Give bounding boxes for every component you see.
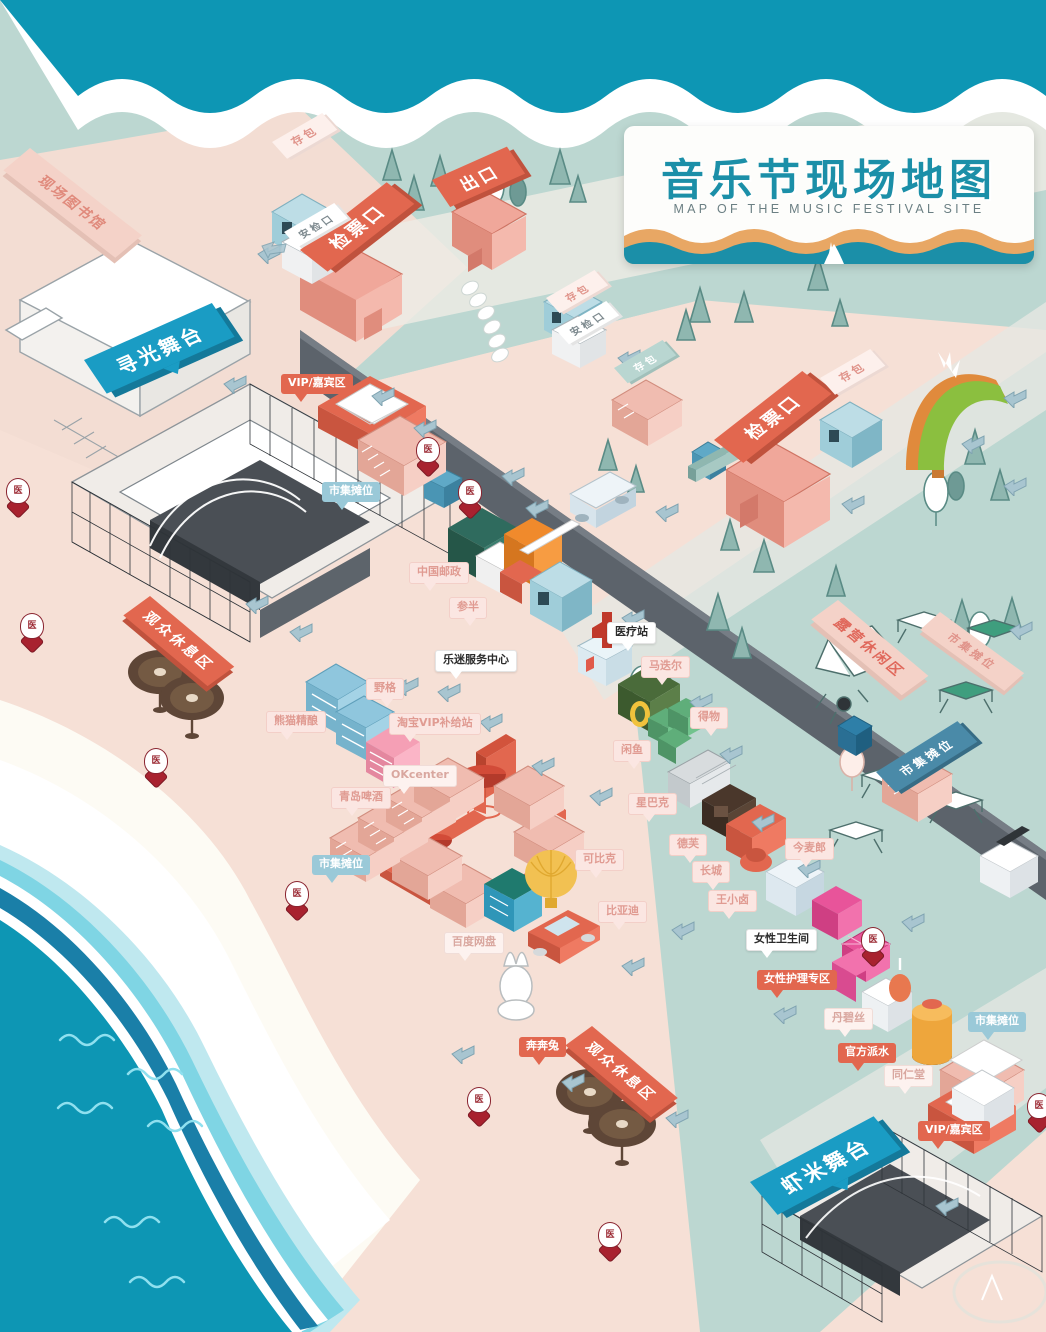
- pin-medical-2[interactable]: 医: [18, 613, 46, 654]
- poi-wangxiaolu[interactable]: 王小卤: [708, 890, 757, 919]
- pin-bulb: [598, 1222, 622, 1248]
- callout-pointer: [705, 727, 717, 736]
- callout-pointer: [326, 874, 338, 883]
- poi-market-north[interactable]: 市集摊位: [322, 482, 380, 510]
- callout-pointer: [613, 921, 625, 930]
- poi-benben-rabbit[interactable]: 奔奔兔: [519, 1037, 566, 1065]
- pin-bulb: [20, 613, 44, 639]
- pin-medical-3[interactable]: 医: [142, 748, 170, 789]
- pin-bulb: [1027, 1093, 1046, 1119]
- pin-bulb: [467, 1087, 491, 1113]
- callout-pointer: [381, 698, 393, 707]
- poi-vip-south[interactable]: VIP/嘉宾区: [918, 1121, 990, 1149]
- poi-women-toilet[interactable]: 女性卫生间: [746, 929, 817, 958]
- medical-icon: 医: [13, 486, 23, 496]
- poi-madieer[interactable]: 马迭尔: [641, 656, 690, 685]
- pin-bulb: [458, 479, 482, 505]
- poi-tongrentang[interactable]: 同仁堂: [884, 1065, 933, 1094]
- callout-pointer: [684, 854, 696, 863]
- poi-panda-brew[interactable]: 熊猫精酿: [266, 711, 326, 740]
- page-subtitle: MAP OF THE MUSIC FESTIVAL SITE: [673, 202, 985, 216]
- callout-pointer: [982, 1031, 994, 1040]
- poi-official-water[interactable]: 官方派水: [838, 1043, 896, 1071]
- pin-bulb: [6, 478, 30, 504]
- poi-medical-station[interactable]: 医疗站: [607, 622, 656, 651]
- pin-medical-1[interactable]: 医: [4, 478, 32, 519]
- poi-vip-north[interactable]: VIP/嘉宾区: [281, 374, 353, 402]
- pin-medical-4[interactable]: 医: [283, 881, 311, 922]
- callout-pointer: [899, 1085, 911, 1094]
- callout-pointer: [295, 393, 307, 402]
- page-title: 音乐节现场地图: [661, 156, 997, 206]
- poi-dewu[interactable]: 得物: [690, 707, 728, 736]
- medical-icon: 医: [423, 445, 433, 455]
- poi-taobao-vip[interactable]: 淘宝VIP补给站: [389, 713, 481, 742]
- poi-fan-center[interactable]: 乐迷服务中心: [435, 650, 517, 679]
- callout-pointer: [628, 760, 640, 769]
- callout-pointer: [464, 617, 476, 626]
- pin-bulb: [861, 927, 885, 953]
- medical-icon: 医: [868, 935, 878, 945]
- medical-icon: 医: [474, 1095, 484, 1105]
- poi-xianyu[interactable]: 闲鱼: [613, 740, 651, 769]
- callout-pointer: [533, 1056, 545, 1065]
- callout-pointer: [590, 869, 602, 878]
- poi-tampax[interactable]: 丹碧丝: [824, 1008, 873, 1037]
- poi-byd[interactable]: 比亚迪: [598, 901, 647, 930]
- poi-china-post[interactable]: 中国邮政: [409, 562, 469, 591]
- poi-women-care[interactable]: 女性护理专区: [757, 970, 837, 998]
- poi-market-center[interactable]: 市集摊位: [312, 855, 370, 883]
- callout-pointer: [643, 813, 655, 822]
- poi-jinmailang[interactable]: 今麦郎: [785, 838, 834, 867]
- pin-bulb: [416, 437, 440, 463]
- poi-okcenter[interactable]: OKcenter: [383, 765, 457, 794]
- callout-pointer: [800, 858, 812, 867]
- direction-arrow: [222, 370, 256, 394]
- pin-medical-7[interactable]: 医: [414, 437, 442, 478]
- pin-medical-8[interactable]: 医: [456, 479, 484, 520]
- poi-starbucks[interactable]: 星巴克: [628, 793, 677, 822]
- poi-jagermeister[interactable]: 野格: [366, 678, 404, 707]
- pin-medical-5[interactable]: 医: [465, 1087, 493, 1128]
- top-wave-header: [0, 0, 1046, 148]
- medical-icon: 医: [465, 487, 475, 497]
- medical-icon: 医: [292, 889, 302, 899]
- title-wave-decor: [624, 229, 1034, 264]
- callout-pointer: [932, 1140, 944, 1149]
- callout-pointer: [424, 582, 436, 591]
- pin-bulb: [144, 748, 168, 774]
- callout-pointer: [450, 670, 462, 679]
- callout-pointer: [459, 952, 471, 961]
- callout-pointer: [346, 807, 358, 816]
- callout-pointer: [404, 733, 416, 742]
- title-card: 音乐节现场地图 MAP OF THE MUSIC FESTIVAL SITE: [624, 126, 1034, 264]
- callout-pointer: [771, 989, 783, 998]
- callout-pointer: [723, 910, 735, 919]
- callout-pointer: [622, 642, 634, 651]
- callout-pointer: [707, 881, 719, 890]
- pin-medical-9[interactable]: 医: [859, 927, 887, 968]
- medical-icon: 医: [151, 756, 161, 766]
- callout-pointer: [398, 785, 410, 794]
- callout-pointer: [336, 501, 348, 510]
- poi-kebike[interactable]: 可比克: [575, 849, 624, 878]
- callout-pointer: [656, 676, 668, 685]
- poi-market-east[interactable]: 市集摊位: [968, 1012, 1026, 1040]
- poi-tsingtao[interactable]: 青岛啤酒: [331, 787, 391, 816]
- poi-canban[interactable]: 参半: [449, 597, 487, 626]
- pin-bulb: [285, 881, 309, 907]
- callout-pointer: [281, 731, 293, 740]
- callout-pointer: [839, 1028, 851, 1037]
- medical-icon: 医: [605, 1230, 615, 1240]
- medical-icon: 医: [1034, 1101, 1044, 1111]
- pin-medical-6[interactable]: 医: [596, 1222, 624, 1263]
- medical-icon: 医: [27, 621, 37, 631]
- poi-dove[interactable]: 德芙: [669, 834, 707, 863]
- poi-greatwall[interactable]: 长城: [692, 861, 730, 890]
- pin-medical-10[interactable]: 医: [1025, 1093, 1046, 1134]
- callout-pointer: [761, 949, 773, 958]
- callout-pointer: [852, 1062, 864, 1071]
- poi-baidu-pan[interactable]: 百度网盘: [444, 932, 504, 961]
